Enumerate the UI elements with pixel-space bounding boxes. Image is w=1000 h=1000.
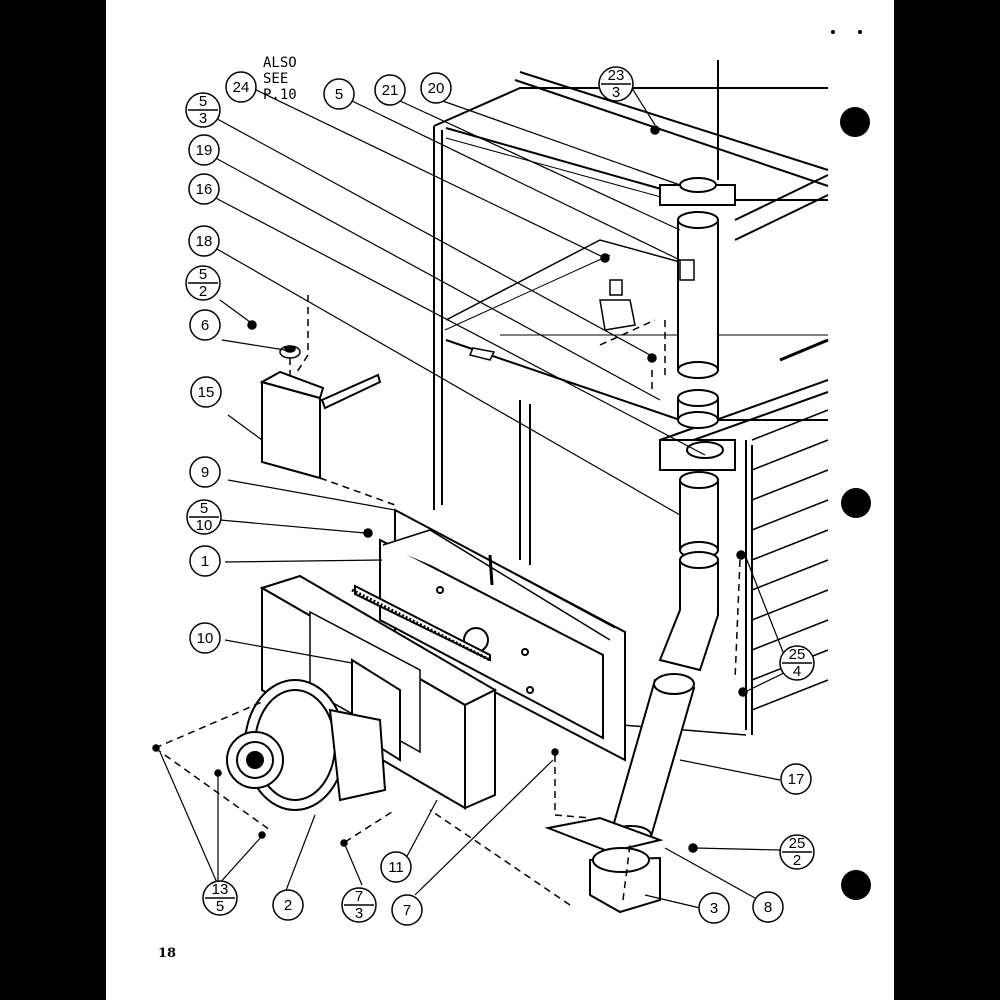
svg-text:2: 2 [199,283,207,300]
svg-text:SEE: SEE [263,71,288,87]
svg-text:5: 5 [216,898,224,915]
svg-text:5: 5 [335,86,343,103]
svg-text:5: 5 [199,266,207,283]
callout-5: 5 [323,78,355,110]
svg-text:21: 21 [382,82,399,99]
callout-25-over-4: 25 4 [779,645,815,681]
callout-7: 7 [391,894,423,926]
svg-text:23: 23 [608,67,625,84]
svg-text:1: 1 [201,553,209,570]
callout-16: 16 [188,173,220,205]
also-see-note: ALSO SEE P.10 [263,55,297,103]
binder-hole-top [840,107,870,137]
svg-text:3: 3 [355,905,363,922]
blower-motor [226,679,387,811]
blower-housing-box [259,574,498,810]
flue-pipe-upper [659,60,736,379]
svg-text:17: 17 [788,771,805,788]
svg-text:8: 8 [764,899,772,916]
callout-5-over-3: 5 3 [185,92,221,128]
binder-hole-middle [841,488,871,518]
callout-18: 18 [188,225,220,257]
vent-pipe-sections [610,471,719,845]
svg-text:19: 19 [196,142,213,159]
svg-text:16: 16 [196,181,213,198]
page-number: 18 [158,946,176,961]
svg-text:5: 5 [199,93,207,110]
callout-21: 21 [374,74,406,106]
svg-text:25: 25 [789,646,806,663]
svg-text:6: 6 [201,317,209,334]
svg-text:3: 3 [710,900,718,917]
callout-17: 17 [780,763,812,795]
assembly-dashed-lines [154,295,741,906]
svg-text:15: 15 [198,384,215,401]
callout-6: 6 [189,309,221,341]
flue-collar [659,389,736,471]
callout-1: 1 [189,545,221,577]
svg-text:10: 10 [196,517,213,534]
callout-23-over-3: 23 3 [598,66,634,102]
svg-text:3: 3 [199,110,207,127]
svg-text:ALSO: ALSO [263,55,297,71]
callout-11: 11 [380,851,412,883]
callout-15: 15 [190,376,222,408]
callout-7-over-3: 7 3 [341,887,377,923]
corner-mark [858,30,862,34]
leader-lines [159,84,791,909]
callout-13-over-5: 13 5 [202,880,238,916]
binder-hole-bottom [841,870,871,900]
callout-9: 9 [189,456,221,488]
svg-text:20: 20 [428,80,445,97]
svg-text:9: 9 [201,464,209,481]
callout-25-over-2: 25 2 [779,834,815,870]
svg-text:10: 10 [197,630,214,647]
cabinet-frame [433,71,829,761]
callout-19: 19 [188,134,220,166]
corner-mark [831,30,835,34]
svg-text:2: 2 [284,897,292,914]
callout-10: 10 [189,622,221,654]
callout-3: 3 [698,892,730,924]
paper-sheet [106,0,894,1000]
callout-5-over-10: 5 10 [186,499,222,535]
svg-text:13: 13 [212,881,229,898]
svg-text:24: 24 [233,79,250,96]
small-fittings [279,259,695,361]
callout-20: 20 [420,72,452,104]
svg-text:4: 4 [793,663,801,680]
svg-text:5: 5 [200,500,208,517]
svg-text:11: 11 [388,859,404,876]
callout-24: 24 [225,71,257,103]
svg-text:P.10: P.10 [263,87,297,103]
callout-5-over-2: 5 2 [185,265,221,301]
filter-bracket [259,370,382,480]
heat-exchanger-panel [379,508,626,762]
svg-text:2: 2 [793,852,801,869]
svg-text:18: 18 [196,233,213,250]
svg-text:7: 7 [403,902,411,919]
insulation-pad [351,584,491,662]
svg-text:7: 7 [355,888,363,905]
callout-2: 2 [272,889,304,921]
callout-8: 8 [752,891,784,923]
svg-text:25: 25 [789,835,806,852]
svg-text:3: 3 [612,84,620,101]
